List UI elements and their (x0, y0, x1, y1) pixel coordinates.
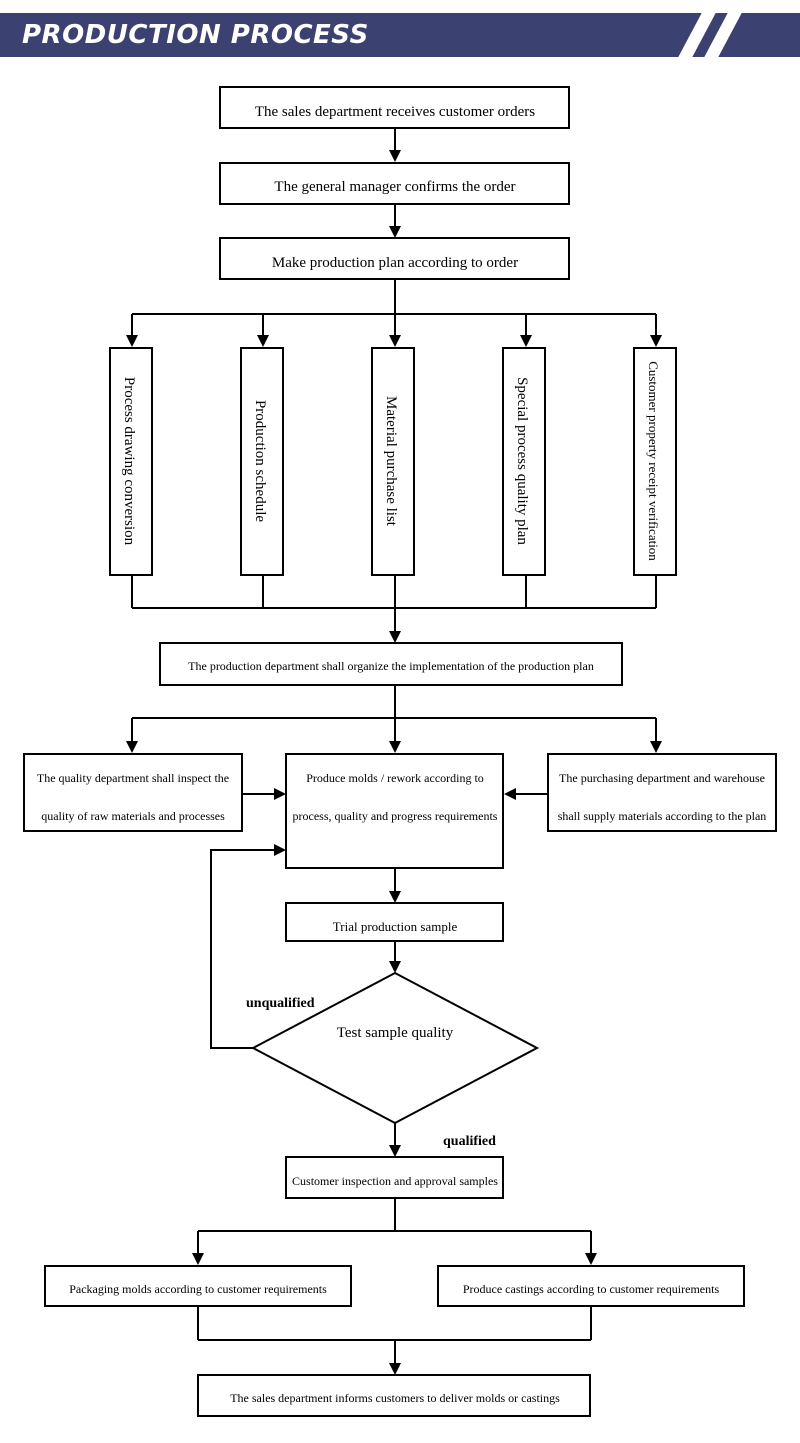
step-customer-inspection-box (285, 1156, 504, 1199)
step-make-plan-box (219, 237, 570, 280)
unqualified-loop (210, 849, 276, 1049)
step-produce-castings-box (437, 1265, 745, 1307)
arrow-head (274, 844, 286, 856)
arrow-head (650, 741, 662, 753)
decision-test-quality: Test sample quality (337, 1025, 454, 1041)
step-process-drawing-box (109, 347, 153, 576)
arrow-head (389, 335, 401, 347)
step-packaging-molds: Packaging molds according to customer re… (69, 1282, 327, 1296)
step-deliver-box (197, 1374, 591, 1417)
step-material-purchase-box (371, 347, 415, 576)
step-purchasing-line2: shall supply materials according to the … (558, 809, 767, 823)
arrow-head (126, 335, 138, 347)
step-organize-box (159, 642, 623, 686)
arrow-head (389, 631, 401, 643)
step-packaging-molds-box (44, 1265, 352, 1307)
arrow-head (274, 788, 286, 800)
step-purchasing-line1: The purchasing department and warehouse (559, 771, 765, 785)
step-special-process: Special process quality plan (514, 377, 530, 545)
step-deliver: The sales department informs customers t… (230, 1391, 560, 1405)
arrow-head (389, 741, 401, 753)
header-banner: PRODUCTION PROCESS (0, 13, 800, 57)
step-make-plan: Make production plan according to order (272, 255, 518, 271)
arrow-head (389, 961, 401, 973)
arrow-head (389, 226, 401, 238)
step-produce-molds-line1: Produce molds / rework according to (306, 771, 484, 785)
step-organize-implementation: The production department shall organize… (188, 659, 594, 673)
step-special-process-box (502, 347, 546, 576)
arrow-head (650, 335, 662, 347)
step-quality-inspect-box (23, 753, 243, 832)
step-material-purchase: Material purchase list (383, 396, 399, 527)
arrow-head (257, 335, 269, 347)
step-customer-property-box (633, 347, 677, 576)
step-produce-molds-line2: process, quality and progress requiremen… (293, 809, 498, 823)
label-qualified: qualified (443, 1134, 496, 1149)
label-unqualified: unqualified (246, 996, 315, 1011)
step-trial-sample: Trial production sample (333, 919, 458, 934)
step-confirm-order-box (219, 162, 570, 205)
step-confirm-order: The general manager confirms the order (274, 179, 515, 195)
step-process-drawing: Process drawing conversion (121, 377, 137, 546)
step-produce-castings: Produce castings according to customer r… (463, 1282, 720, 1296)
step-receive-orders: The sales department receives customer o… (255, 104, 535, 120)
step-quality-inspect-line1: The quality department shall inspect the (37, 771, 229, 785)
arrow-head (126, 741, 138, 753)
arrow-head (389, 1363, 401, 1375)
arrow-head (389, 891, 401, 903)
step-quality-inspect-line2: quality of raw materials and processes (41, 809, 225, 823)
step-purchasing-box (547, 753, 777, 832)
arrow-head (192, 1253, 204, 1265)
step-production-schedule: Production schedule (252, 400, 268, 522)
page-title: PRODUCTION PROCESS (22, 20, 369, 50)
arrow-head (504, 788, 516, 800)
step-customer-inspection: Customer inspection and approval samples (292, 1174, 498, 1188)
arrow-head (389, 1145, 401, 1157)
arrow-head (520, 335, 532, 347)
arrow-head (585, 1253, 597, 1265)
step-customer-property: Customer property receipt verification (646, 361, 661, 561)
arrow-head (389, 150, 401, 162)
